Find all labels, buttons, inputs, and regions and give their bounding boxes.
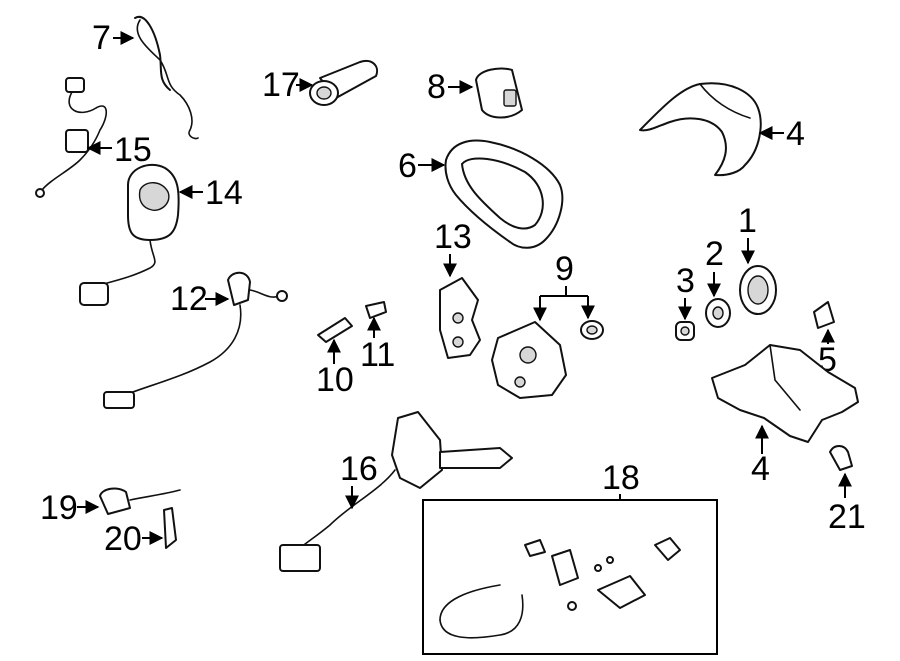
callout-20: 20	[104, 520, 164, 558]
part-20-bulb	[163, 507, 177, 549]
svg-text:4: 4	[786, 115, 805, 153]
callout-6: 6	[398, 147, 446, 185]
part-8-knob	[475, 67, 523, 119]
part-3-bushing	[675, 321, 695, 341]
svg-text:11: 11	[360, 336, 395, 374]
part-17-lock-cylinder	[309, 60, 378, 106]
callout-8: 8	[427, 68, 474, 106]
svg-text:6: 6	[398, 147, 417, 185]
part-9-lock-housing	[491, 320, 604, 399]
part-18-kit-box	[422, 499, 718, 655]
svg-text:3: 3	[676, 262, 695, 300]
callout-12: 12	[170, 280, 230, 318]
callout-4-lower: 4	[751, 424, 770, 488]
callout-9: 9	[533, 250, 595, 322]
part-5-clip	[813, 301, 835, 329]
svg-text:19: 19	[40, 489, 78, 527]
callout-7: 7	[92, 19, 135, 57]
callout-14: 14	[178, 174, 243, 212]
part-11-pin	[365, 301, 387, 319]
part-10-bracket	[317, 317, 353, 343]
callout-15: 15	[86, 131, 152, 169]
svg-text:14: 14	[205, 174, 243, 212]
svg-text:12: 12	[170, 280, 208, 318]
callout-16: 16	[340, 450, 378, 510]
part-16-combination-switch	[279, 411, 513, 572]
part-7-wire-harness	[134, 15, 199, 140]
callout-11: 11	[360, 316, 395, 374]
part-21-sensor	[829, 445, 853, 471]
svg-text:4: 4	[751, 450, 770, 488]
svg-text:21: 21	[828, 498, 866, 536]
svg-text:16: 16	[340, 450, 378, 488]
svg-text:15: 15	[114, 131, 152, 169]
svg-text:9: 9	[555, 250, 574, 288]
part-1-horn-button	[739, 265, 777, 315]
callout-3: 3	[676, 262, 695, 321]
svg-text:18: 18	[602, 459, 640, 497]
part-15-harness-connector	[35, 77, 108, 198]
callout-1: 1	[738, 202, 757, 265]
svg-text:10: 10	[316, 361, 354, 399]
part-4-lower-shroud	[711, 344, 859, 443]
part-12-harness	[103, 271, 288, 409]
svg-text:17: 17	[262, 66, 300, 104]
svg-text:7: 7	[92, 19, 111, 57]
svg-text:1: 1	[738, 202, 757, 240]
callout-10: 10	[316, 338, 354, 399]
callout-2: 2	[705, 235, 724, 298]
part-13-bracket	[439, 277, 481, 359]
callout-18: 18	[602, 459, 640, 500]
svg-text:13: 13	[434, 218, 472, 256]
part-4-upper-shroud	[639, 82, 762, 177]
part-19-connector	[99, 487, 181, 515]
callout-13: 13	[434, 218, 472, 278]
callout-19: 19	[40, 489, 100, 527]
callout-21: 21	[828, 472, 866, 536]
callout-4-upper: 4	[758, 115, 805, 153]
part-2-switch	[705, 298, 731, 328]
svg-text:8: 8	[427, 68, 446, 106]
callout-17: 17	[262, 66, 314, 104]
svg-text:20: 20	[104, 520, 142, 558]
part-6-trim-bezel	[444, 139, 564, 249]
svg-text:2: 2	[705, 235, 724, 273]
part-14-airbag-module	[79, 163, 180, 306]
